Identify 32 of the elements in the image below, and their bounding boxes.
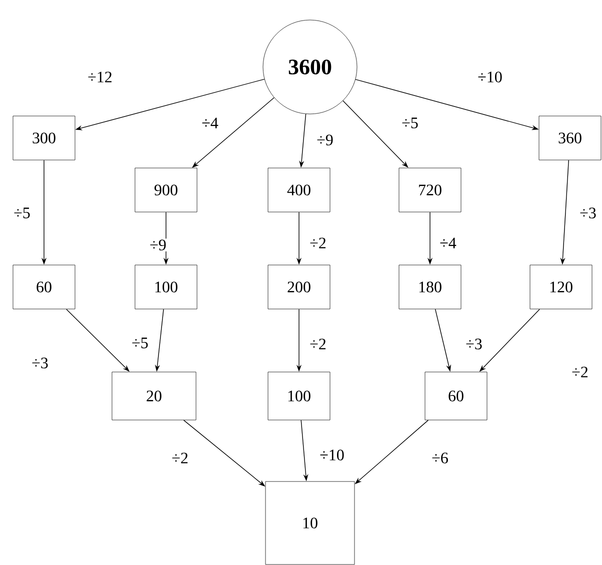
number-box: 60 — [424, 372, 488, 420]
edge-label: ÷5 — [12, 206, 32, 220]
edge-label: ÷2 — [308, 338, 328, 350]
number-box: 900 — [134, 168, 198, 212]
edge-label: ÷5 — [400, 116, 420, 130]
edge-label: ÷5 — [130, 336, 150, 350]
edge-label: ÷3 — [464, 338, 484, 350]
edge-label: ÷12 — [86, 70, 114, 84]
edge-label: ÷9 — [148, 238, 168, 252]
edge-label: ÷2 — [570, 366, 590, 378]
number-box: 720 — [398, 168, 462, 212]
number-box: 400 — [268, 168, 330, 212]
edge-label: ÷3 — [30, 356, 50, 370]
edge-label: ÷2 — [170, 452, 190, 464]
edge-label: ÷10 — [318, 448, 346, 462]
edge-label: ÷9 — [316, 134, 334, 146]
number-box: 360 — [538, 116, 602, 160]
edge-label: ÷4 — [438, 236, 458, 250]
number-box: 200 — [268, 264, 330, 310]
edge-label: ÷3 — [578, 206, 598, 220]
number-box: 120 — [530, 264, 592, 310]
edge-label: ÷2 — [308, 236, 328, 250]
edge-label: ÷10 — [476, 70, 504, 84]
number-box: 10 — [265, 481, 355, 565]
number-box: 100 — [268, 372, 330, 420]
edge-label: ÷4 — [200, 116, 220, 130]
number-box: 300 — [12, 116, 76, 160]
number-box: 20 — [112, 372, 196, 420]
number-box: 100 — [134, 264, 198, 310]
number-box: 60 — [12, 264, 76, 310]
edge-label: ÷6 — [430, 452, 450, 464]
number-box: 180 — [398, 264, 462, 310]
